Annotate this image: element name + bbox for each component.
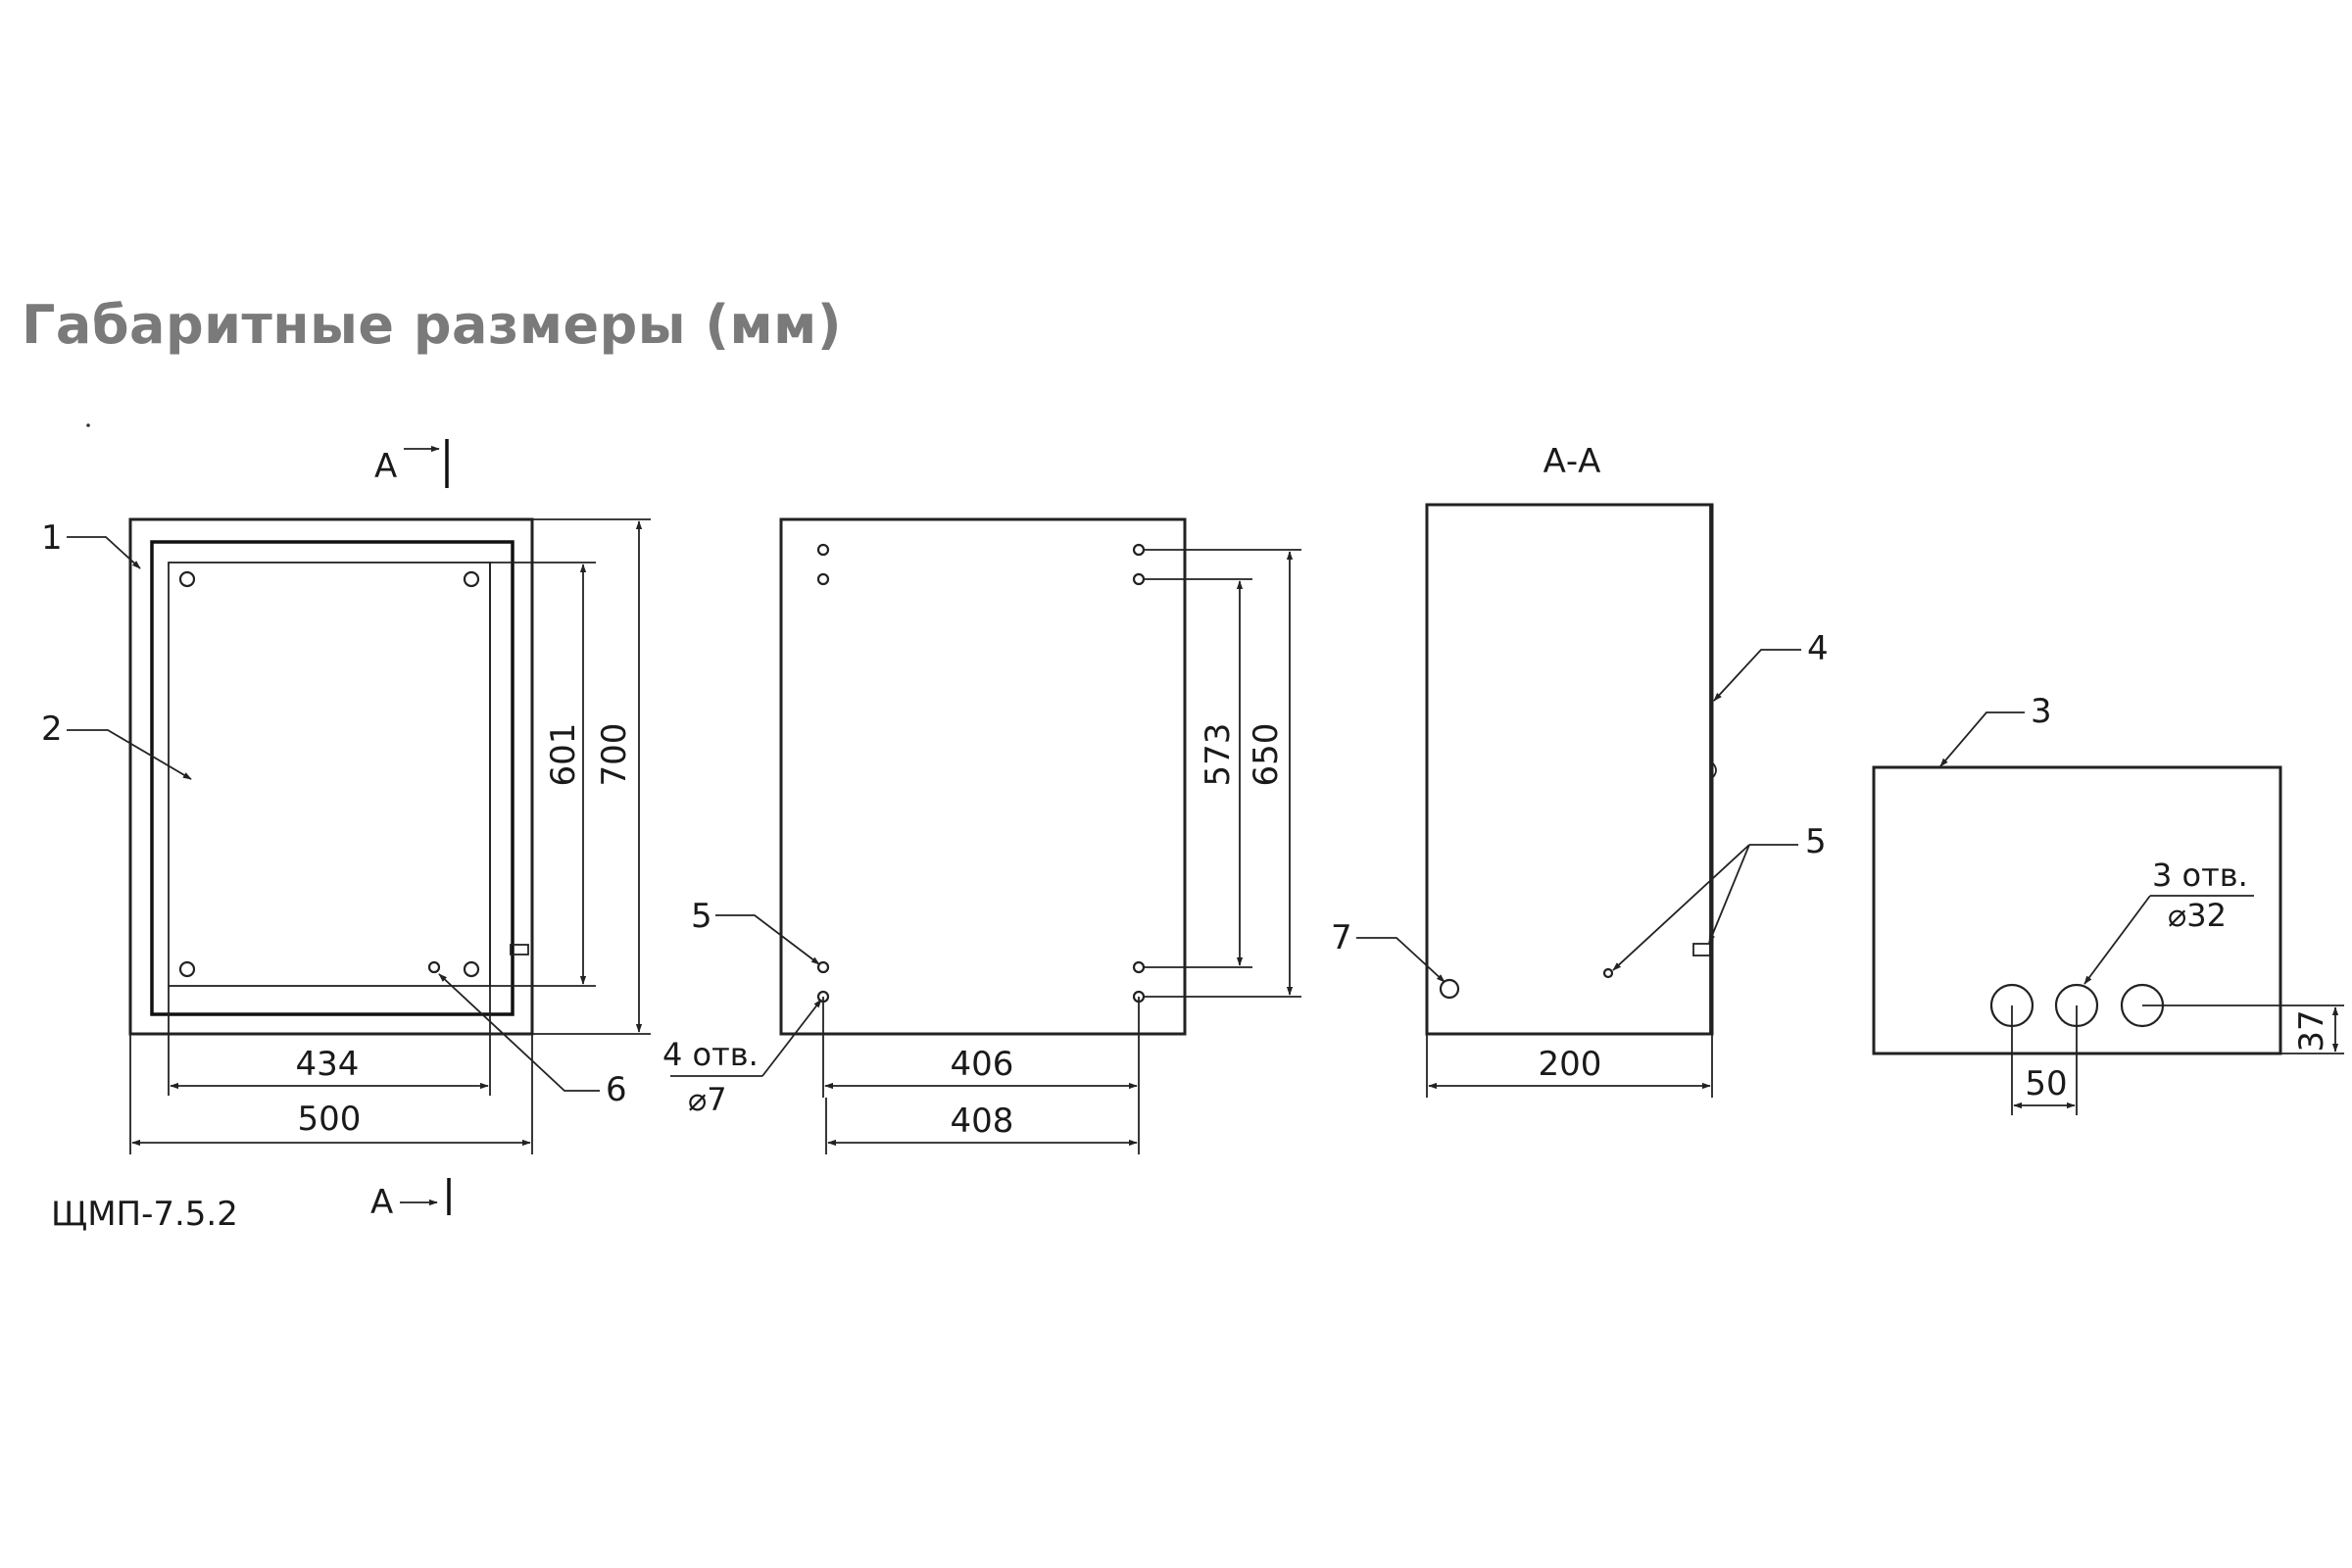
page-title: Габаритные размеры (мм) (22, 294, 843, 356)
front-ground-screw (427, 960, 441, 974)
section-lock (1692, 943, 1711, 956)
callout-2-leader (67, 729, 192, 780)
dim-406-label: 406 (951, 1045, 1014, 1084)
section-screw (1602, 967, 1614, 979)
model-label: ЩМП-7.5.2 (51, 1195, 238, 1234)
callout-4: 4 (1807, 629, 1829, 668)
section-bolt (1439, 978, 1460, 1000)
callout-3: 3 (2031, 692, 2052, 731)
section-marker-bottom: А (370, 1183, 393, 1222)
front-mounting-plate (168, 562, 491, 987)
gland-holes-leader (2083, 895, 2151, 985)
front-hole-bl (178, 960, 196, 978)
callout-5-rear: 5 (691, 897, 712, 936)
rear-hole-tl1 (816, 543, 830, 557)
callout-1: 1 (41, 518, 63, 558)
dim-700-label: 700 (595, 723, 634, 787)
dim-50-label: 50 (2025, 1064, 2067, 1103)
callout-7-leader (1356, 937, 1446, 983)
front-hole-br (463, 960, 480, 978)
front-door (150, 540, 514, 1016)
rear-hole-tr2 (1132, 572, 1146, 586)
callout-7: 7 (1331, 918, 1352, 957)
mount-holes-diameter: ⌀7 (688, 1081, 727, 1118)
callout-3-leader (1939, 711, 2025, 767)
section-marker-top: А (374, 447, 397, 486)
callout-6: 6 (606, 1070, 627, 1109)
dim-650-label: 650 (1247, 723, 1286, 787)
front-hole-tr (463, 570, 480, 588)
front-lock (510, 944, 529, 956)
rear-view: 5 4 отв. ⌀7 406 408 573 650 (662, 517, 1301, 1154)
front-view: А А 1 2 6 434 500 601 700 (41, 439, 651, 1234)
callout-5-side: 5 (1805, 822, 1827, 861)
section-body (1425, 503, 1714, 1036)
gland-holes-count: 3 отв. (2152, 857, 2248, 894)
mount-holes-leader (761, 999, 822, 1077)
dim-601-label: 601 (544, 723, 583, 787)
section-title: А-А (1544, 442, 1601, 481)
front-hole-tl (178, 570, 196, 588)
callout-1-leader (67, 536, 141, 569)
rear-hole-tr1 (1132, 543, 1146, 557)
rear-hole-br1 (1132, 960, 1146, 974)
bottom-view: 3 3 отв. ⌀32 50 37 (1872, 692, 2344, 1115)
dim-37-label: 37 (2292, 1009, 2331, 1052)
callout-2: 2 (41, 710, 63, 749)
stray-dot (86, 423, 90, 427)
front-outer-frame (128, 517, 534, 1036)
callout-5-side-leader-1 (1612, 844, 1750, 971)
gland-holes-diameter: ⌀32 (2168, 897, 2227, 934)
callout-5-side-leader-2 (1708, 844, 1750, 944)
rear-body (779, 517, 1187, 1036)
dim-500-label: 500 (298, 1100, 362, 1139)
rear-hole-bl1 (816, 960, 830, 974)
dim-434-label: 434 (296, 1045, 360, 1084)
rear-hole-tl2 (816, 572, 830, 586)
callout-5-rear-leader (715, 914, 820, 965)
section-hinge (1711, 761, 1717, 779)
dim-200-label: 200 (1539, 1045, 1602, 1084)
callout-6-leader (438, 973, 600, 1092)
section-view: А-А 4 5 7 200 (1331, 442, 1829, 1098)
dim-573-label: 573 (1199, 723, 1238, 787)
dim-408-label: 408 (951, 1102, 1014, 1141)
mount-holes-count: 4 отв. (662, 1036, 759, 1073)
callout-4-leader (1713, 649, 1801, 702)
